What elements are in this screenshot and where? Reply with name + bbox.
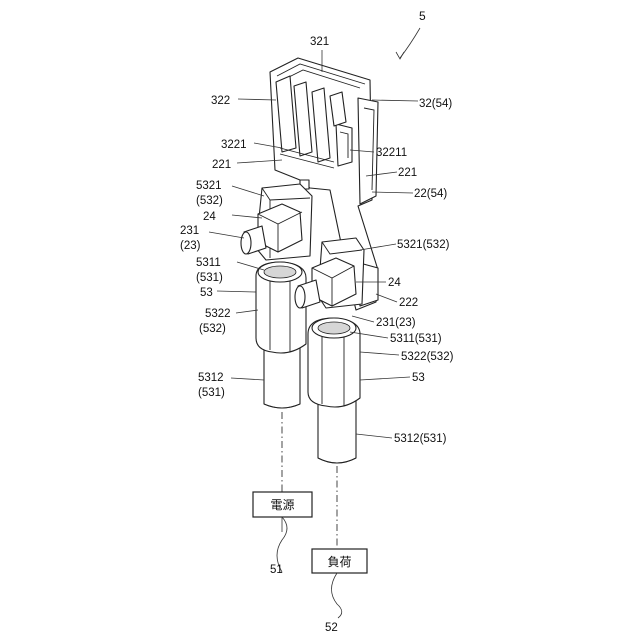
label-53-left: 53 xyxy=(200,287,213,299)
label-321: 321 xyxy=(310,36,329,48)
label-32211: 32211 xyxy=(376,147,407,159)
label-24-right: 24 xyxy=(388,277,401,289)
left-bolt-end xyxy=(241,232,251,254)
load-box: 負荷 xyxy=(312,549,367,573)
power-source-box: 電源 xyxy=(253,492,312,517)
label-5311-a: 5311 xyxy=(196,257,221,269)
label-532-a: (532) xyxy=(196,195,223,207)
label-51: 51 xyxy=(270,564,283,576)
label-52: 52 xyxy=(325,622,338,634)
slit-tab xyxy=(336,124,352,166)
label-531-b: (531) xyxy=(198,387,225,399)
left-connection xyxy=(241,184,312,260)
load-leader xyxy=(332,573,342,618)
label-231-23-right: 231(23) xyxy=(376,317,416,329)
label-24-left: 24 xyxy=(203,211,216,223)
label-231-a: 231 xyxy=(180,225,199,237)
label-322: 322 xyxy=(211,95,230,107)
label-5322-a: 5322 xyxy=(205,308,231,320)
label-5322-532-right: 5322(532) xyxy=(401,351,454,363)
left-cable xyxy=(256,262,306,408)
label-222: 222 xyxy=(399,297,418,309)
right-conductor-strands xyxy=(318,322,350,334)
label-5312-a: 5312 xyxy=(198,372,224,384)
figure-number: 5 xyxy=(419,9,426,23)
label-531-a: (531) xyxy=(196,272,223,284)
power-source-label: 電源 xyxy=(270,498,294,512)
label-221-left: 221 xyxy=(212,159,231,171)
label-5312-531-right: 5312(531) xyxy=(394,433,447,445)
label-5321-a: 5321 xyxy=(196,180,222,192)
label-32-54: 32(54) xyxy=(419,98,452,110)
load-label: 負荷 xyxy=(327,555,351,569)
label-3221: 3221 xyxy=(221,139,247,151)
label-23-a: (23) xyxy=(180,240,201,252)
label-5321-532-right: 5321(532) xyxy=(397,239,450,251)
label-5311-531-right: 5311(531) xyxy=(390,333,442,345)
right-bolt-end xyxy=(295,286,305,308)
left-conductor-strands xyxy=(264,266,296,278)
right-cable xyxy=(308,318,360,463)
label-221-right: 221 xyxy=(398,167,417,179)
label-53-right: 53 xyxy=(412,372,425,384)
label-532-b: (532) xyxy=(199,323,226,335)
label-22-54: 22(54) xyxy=(414,188,447,200)
